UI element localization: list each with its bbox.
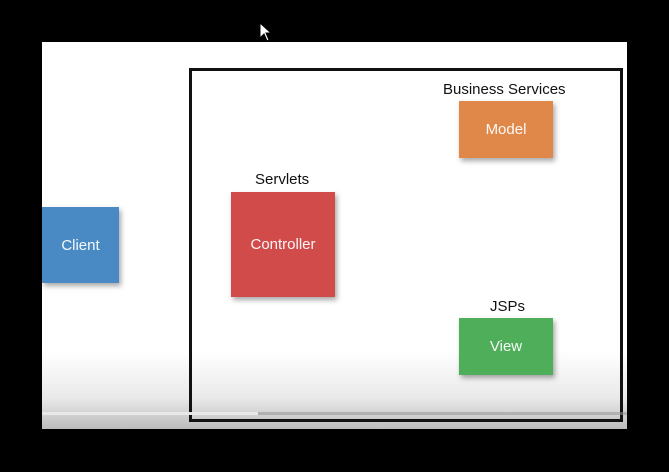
server-container-frame bbox=[189, 68, 623, 422]
slide: Client Servlets Controller Business Serv… bbox=[42, 42, 627, 429]
view-box: View bbox=[459, 318, 553, 375]
mouse-pointer-icon bbox=[259, 22, 273, 42]
controller-label: Controller bbox=[250, 236, 316, 253]
video-progress-fill bbox=[42, 412, 259, 415]
view-label: View bbox=[489, 338, 523, 355]
model-label: Model bbox=[485, 121, 527, 138]
business-services-caption: Business Services bbox=[443, 81, 566, 98]
client-label: Client bbox=[61, 236, 100, 254]
jsps-caption: JSPs bbox=[490, 298, 526, 315]
controller-box: Controller bbox=[231, 192, 335, 297]
servlets-caption: Servlets bbox=[255, 171, 310, 188]
video-progress-bar[interactable] bbox=[42, 412, 627, 415]
model-box: Model bbox=[459, 101, 553, 158]
client-box: Client bbox=[42, 207, 119, 283]
